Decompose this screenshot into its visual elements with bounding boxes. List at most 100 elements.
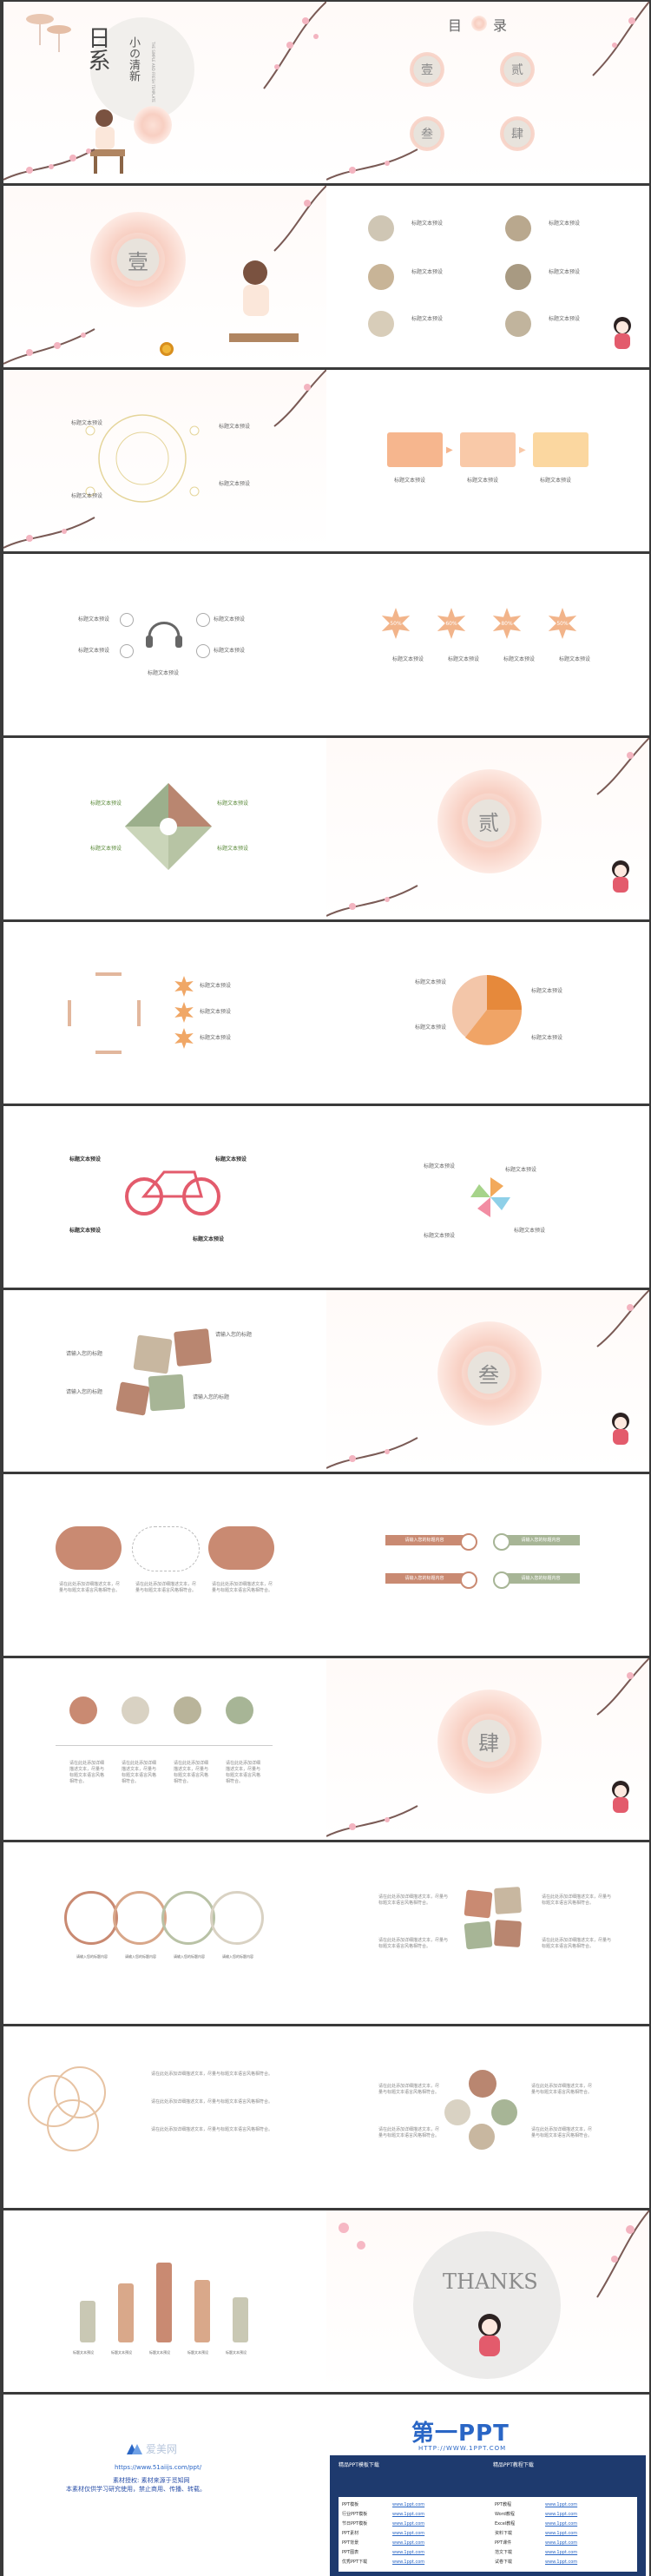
plum-branch <box>326 1805 418 1837</box>
column-bar <box>194 2280 210 2342</box>
ad-link-url[interactable]: www.1ppt.com <box>392 2521 425 2527</box>
item-title: 标题文本预设 <box>411 221 444 227</box>
tile-icon <box>464 1920 493 1950</box>
slide-diamond[interactable]: 标题文本预设 标题文本预设 标题文本预设 标题文本预设 <box>3 738 326 919</box>
column-bar <box>80 2301 95 2342</box>
ad-link-url[interactable]: www.1ppt.com <box>545 2531 578 2536</box>
ad-link-url[interactable]: www.1ppt.com <box>545 2560 578 2565</box>
plum-branch <box>326 148 418 181</box>
slide-tags[interactable]: 请输入您的标题内容 请输入您的标题内容 请输入您的标题内容 请输入您的标题内容 <box>326 1474 649 1656</box>
slide-credits[interactable]: 爱美网 https://www.51aiijs.com/ppt/ 素材授权: 素… <box>3 2395 326 2576</box>
slide-circle-cluster[interactable]: 请在此处添加详细描述文本，尽量与标题文本语言风格相符合。 请在此处添加详细描述文… <box>326 2026 649 2208</box>
ad-link-row[interactable]: 资料下载 www.1ppt.com <box>495 2529 577 2539</box>
star-badge: 50% <box>548 608 577 639</box>
ad-link-url[interactable]: www.1ppt.com <box>392 2550 425 2555</box>
section-number: 贰 <box>462 794 516 847</box>
slide-section-four[interactable]: 肆 <box>326 1658 649 1840</box>
toc-item-4[interactable]: 肆 <box>500 116 535 151</box>
slide-bar-columns[interactable]: 标题文本预设 标题文本预设 标题文本预设 标题文本预设 标题文本预设 <box>3 2210 326 2392</box>
slide-pins[interactable]: 请在此处添加详细描述文本，尽量与标题文本语言风格相符合。 请在此处添加详细描述文… <box>3 1658 326 1840</box>
headphones-icon <box>146 622 182 648</box>
slide-ad[interactable]: 第一PPT HTTP://WWW.1PPT.COM 精品PPT模板下载 精品PP… <box>326 2395 649 2576</box>
cover-vertical-text: THE SIMPLE AND FRESH TEMPLATE <box>151 42 155 102</box>
slide-section-one[interactable]: 壹 <box>3 186 326 367</box>
item-title: 标题文本预设 <box>219 481 251 487</box>
step-title: 标题文本预设 <box>540 478 572 484</box>
circle-icon <box>196 644 210 658</box>
cycle-arrows <box>68 972 141 1054</box>
input-title: 请输入您的标题 <box>193 1394 230 1400</box>
ad-link-url[interactable]: www.1ppt.com <box>545 2550 578 2555</box>
toc-item-1[interactable]: 壹 <box>410 52 444 87</box>
slide-process[interactable]: ▶ ▶ 标题文本预设 标题文本预设 标题文本预设 <box>326 370 649 551</box>
slide-tiles[interactable]: 请输入您的标题 请输入您的标题 请输入您的标题 请输入您的标题 <box>3 1290 326 1472</box>
tile-icon <box>493 1886 523 1915</box>
slide-cube-grid[interactable]: 请在此处添加详细描述文本，尽量与标题文本语言风格相符合。 请在此处添加详细描述文… <box>326 1842 649 2024</box>
slide-headphones[interactable]: 标题文本预设 标题文本预设 标题文本预设 标题文本预设 标题文本预设 <box>3 554 326 735</box>
slide-pie[interactable]: 标题文本预设 标题文本预设 标题文本预设 标题文本预设 <box>326 922 649 1104</box>
ad-url[interactable]: HTTP://WWW.1PPT.COM <box>418 2445 507 2452</box>
ad-link-url[interactable]: www.1ppt.com <box>545 2502 578 2507</box>
tile-icon <box>174 1328 212 1367</box>
item-body: 请在此处添加详细描述文本，尽量与标题文本语言风格相符合。 <box>135 1582 197 1593</box>
item-title: 标题文本预设 <box>392 656 424 662</box>
pin-icon <box>174 1696 201 1724</box>
ad-link-url[interactable]: www.1ppt.com <box>545 2512 578 2517</box>
slide-stars[interactable]: 50% 60% 80% 50% 标题文本预设 标题文本预设 标题文本预设 标题文… <box>326 554 649 735</box>
slide-toc[interactable]: 目 录 壹 贰 叁 肆 <box>326 2 649 183</box>
slide-venn[interactable]: 请在此处添加详细描述文本，尽量与标题文本语言风格相符合。 请在此处添加详细描述文… <box>3 2026 326 2208</box>
credits-url[interactable]: https://www.51aiijs.com/ppt/ <box>115 2464 202 2471</box>
slide-cover[interactable]: 日系 小の清新 THE SIMPLE AND FRESH TEMPLATE <box>3 2 326 183</box>
slide-circles[interactable]: 标题文本预设 标题文本预设 标题文本预设 标题文本预设 <box>3 370 326 551</box>
ad-link-label: 节日PPT模板 <box>342 2521 368 2527</box>
ad-link-url[interactable]: www.1ppt.com <box>545 2521 578 2527</box>
item-title: 标题文本预设 <box>214 616 246 623</box>
item-title: 标题文本预设 <box>424 1233 456 1239</box>
slide-icon-list[interactable]: 标题文本预设 标题文本预设 标题文本预设 标题文本预设 标题文本预设 标题文本预… <box>326 186 649 367</box>
ad-link-url[interactable]: www.1ppt.com <box>392 2560 425 2565</box>
ad-link-row[interactable]: 节日PPT模板 www.1ppt.com <box>342 2520 424 2529</box>
slide-thanks[interactable]: THANKS <box>326 2210 649 2392</box>
slide-section-three[interactable]: 叁 <box>326 1290 649 1472</box>
slide-cycle-arrows[interactable]: 标题文本预设 标题文本预设 标题文本预设 <box>3 922 326 1104</box>
toc-item-3[interactable]: 叁 <box>410 116 444 151</box>
toc-item-2[interactable]: 贰 <box>500 52 535 87</box>
star-badge: 50% <box>381 608 411 639</box>
ad-link-url[interactable]: www.1ppt.com <box>392 2531 425 2536</box>
item-title: 标题文本预设 <box>78 648 110 654</box>
circle-icon <box>491 2099 517 2125</box>
ad-link-url[interactable]: www.1ppt.com <box>545 2540 578 2546</box>
cover-subtitle: 小の清新 <box>127 36 140 82</box>
step-title: 标题文本预设 <box>467 478 499 484</box>
item-title: 标题文本预设 <box>78 616 110 623</box>
slide-pinwheel[interactable]: 标题文本预设 标题文本预设 标题文本预设 标题文本预设 <box>326 1106 649 1288</box>
item-title: 标题文本预设 <box>90 800 122 807</box>
item-body: 请在此处添加详细描述文本，尽量与标题文本语言风格相符合。 <box>212 1582 273 1593</box>
item-body: 请在此处添加详细描述文本，尽量与标题文本语言风格相符合。 <box>531 2127 593 2138</box>
slide-section-two[interactable]: 贰 <box>326 738 649 919</box>
ad-link-url[interactable]: www.1ppt.com <box>392 2540 425 2546</box>
slide-rings[interactable]: 请输入您的标题内容 请输入您的标题内容 请输入您的标题内容 请输入您的标题内容 <box>3 1842 326 2024</box>
ad-link-url[interactable]: www.1ppt.com <box>392 2502 425 2507</box>
slide-bicycle[interactable]: 标题文本预设 标题文本预设 标题文本预设 标题文本预设 <box>3 1106 326 1288</box>
slide-clouds[interactable]: 请在此处添加详细描述文本，尽量与标题文本语言风格相符合。 请在此处添加详细描述文… <box>3 1474 326 1656</box>
circle-icon <box>469 2124 495 2150</box>
section-number: 肆 <box>462 1714 516 1768</box>
input-title: 请输入您的标题 <box>215 1332 253 1338</box>
ad-link-label: 资料下载 <box>495 2531 513 2536</box>
input-title: 请输入您的标题内容 <box>222 1954 253 1959</box>
tile-icon <box>133 1334 173 1374</box>
ad-link-url[interactable]: www.1ppt.com <box>392 2512 425 2517</box>
